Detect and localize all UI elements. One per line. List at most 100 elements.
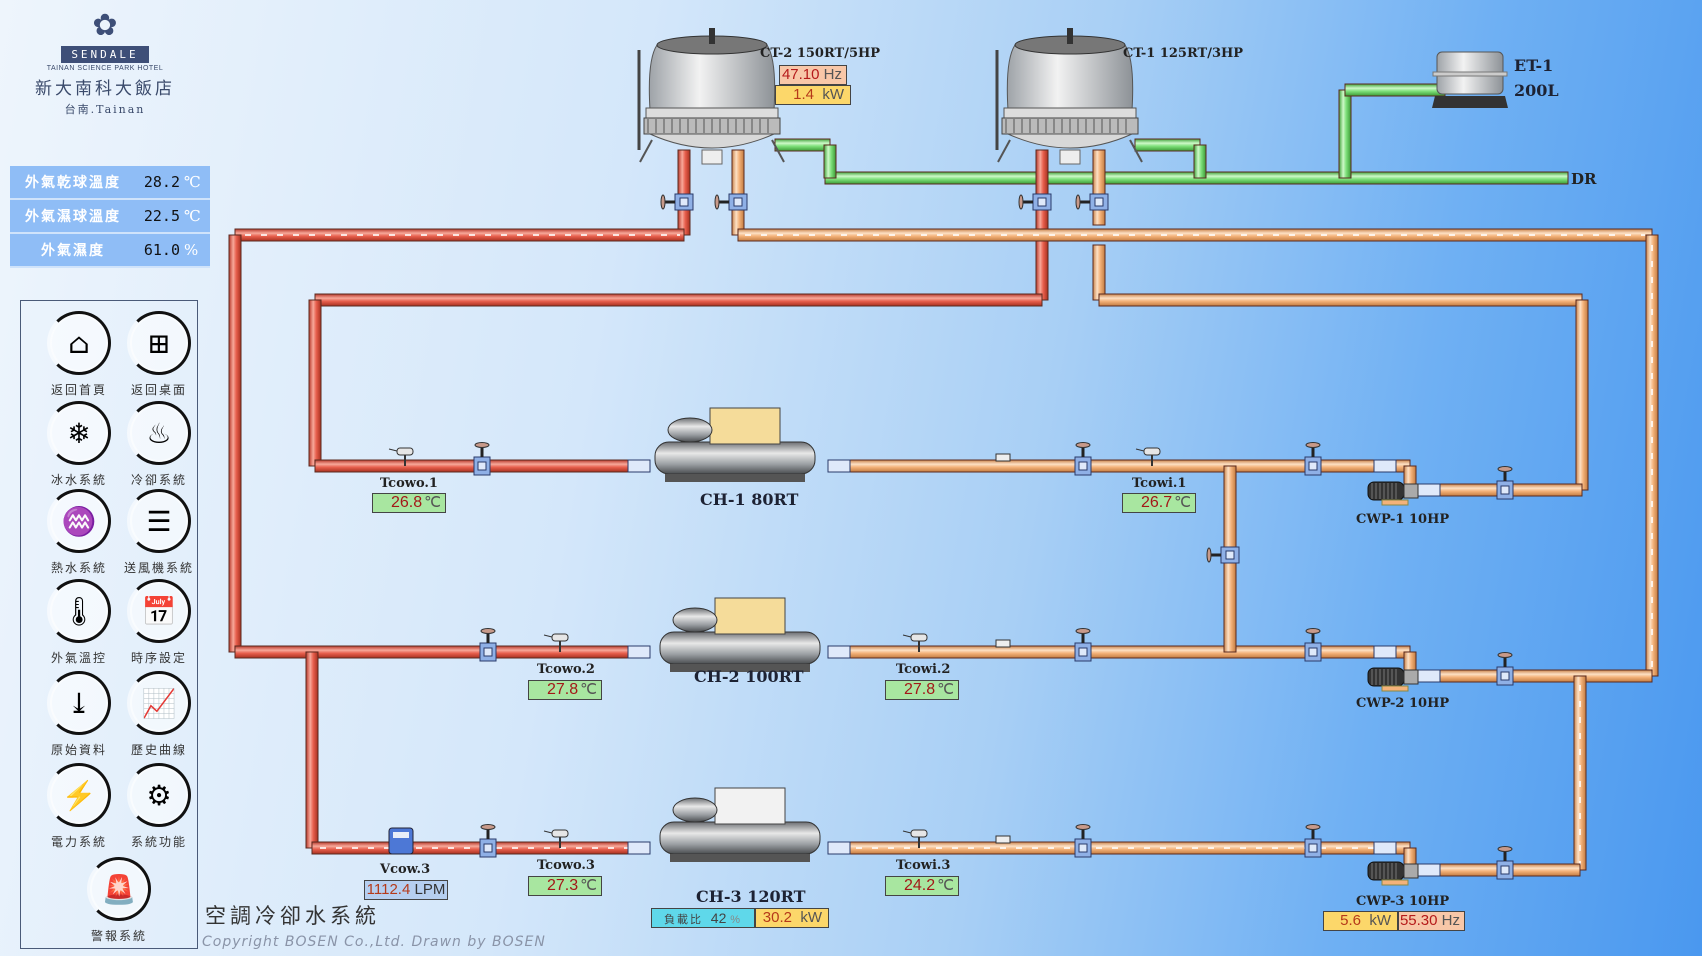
gate-valve-icon[interactable] bbox=[1304, 628, 1322, 662]
ch3-load-label: 負載比 bbox=[664, 914, 703, 926]
nav-button-label: 警報系統 bbox=[90, 929, 147, 943]
power-panel-icon: ⚡ bbox=[47, 763, 111, 827]
cwp3-power: 5.6 kW bbox=[1323, 911, 1398, 931]
cwp3-frequency-value: 55.30 bbox=[1399, 912, 1438, 929]
cooling-tower-ct2[interactable] bbox=[637, 28, 785, 165]
flow-meter-value: 1112.4 bbox=[366, 881, 411, 898]
pump-cwp2[interactable] bbox=[1367, 667, 1419, 692]
ch1-supply-header bbox=[314, 293, 1043, 307]
nav-button-1[interactable]: ⌂返回首頁 bbox=[39, 311, 119, 398]
flower-logo-icon: ✿ bbox=[92, 8, 118, 43]
chiller-ch1[interactable] bbox=[654, 407, 816, 482]
gate-valve-icon[interactable] bbox=[1018, 193, 1052, 211]
temperature-value: 27.8 bbox=[904, 681, 936, 698]
humidity-unit: % bbox=[184, 241, 199, 259]
gate-valve-icon[interactable] bbox=[660, 193, 694, 211]
hotel-name: 新大南科大飯店 bbox=[35, 79, 175, 99]
cwp1-label: CWP-1 10HP bbox=[1356, 512, 1450, 527]
pump-cwp1[interactable] bbox=[1367, 481, 1419, 506]
temperature-value: 26.8 bbox=[391, 494, 423, 511]
gate-valve-icon[interactable] bbox=[1074, 628, 1092, 662]
nav-button-10[interactable]: 📈歷史曲線 bbox=[119, 671, 199, 758]
flex-connector-icon bbox=[827, 841, 851, 855]
wet-bulb-unit: ℃ bbox=[184, 207, 201, 225]
nav-button-2[interactable]: ⊞返回桌面 bbox=[119, 311, 199, 398]
nav-button-11[interactable]: ⚡ 電力系統 bbox=[39, 763, 119, 850]
humidity-label: 外氣濕度 bbox=[41, 243, 105, 259]
temperature-value: 26.7 bbox=[1141, 494, 1173, 511]
nav-button-3[interactable]: ❄冰水系統 bbox=[39, 401, 119, 488]
temperature-readout: 27.8℃ bbox=[528, 680, 602, 700]
pipe-segment bbox=[677, 149, 691, 236]
nav-button-label: 冷卻系統 bbox=[130, 473, 187, 487]
ch1-condenser-outlet bbox=[829, 459, 1411, 473]
gate-valve-icon[interactable] bbox=[1074, 824, 1092, 858]
nav-button-12[interactable]: ⚙系統功能 bbox=[119, 763, 199, 850]
flow-meter-unit: LPM bbox=[414, 881, 446, 898]
cooling-tower-icon: ♨ bbox=[127, 401, 191, 465]
temperature-readout: 26.8℃ bbox=[372, 493, 446, 513]
nav-button-label: 歷史曲線 bbox=[130, 743, 187, 757]
nav-button-13[interactable]: 🚨警報系統 bbox=[79, 857, 159, 944]
nav-button-8[interactable]: 📅時序設定 bbox=[119, 579, 199, 666]
cwp2-label: CWP-2 10HP bbox=[1356, 696, 1450, 711]
gate-valve-icon[interactable] bbox=[479, 824, 497, 858]
nav-button-4[interactable]: ♨ 冷卻系統 bbox=[119, 401, 199, 488]
calendar-clock-icon: 📅 bbox=[127, 579, 191, 643]
page-title: 空調冷卻水系統 bbox=[205, 904, 380, 928]
pipe-segment bbox=[1575, 299, 1589, 491]
nav-button-label: 電力系統 bbox=[50, 835, 107, 849]
home-icon: ⌂ bbox=[47, 311, 111, 375]
hotel-logo: ✿ SENDALE TAINAN SCIENCE PARK HOTEL 新大南科… bbox=[30, 10, 180, 117]
pressure-gauge-icon bbox=[995, 639, 1011, 648]
temperature-readout: 26.7℃ bbox=[1122, 493, 1196, 513]
dry-bulb-value: 28.2 bbox=[143, 173, 180, 191]
pipe-segment bbox=[823, 144, 837, 179]
hotel-city: 台南.Tainan bbox=[64, 103, 146, 116]
pipe-segment bbox=[774, 138, 831, 152]
gate-valve-icon[interactable] bbox=[1496, 846, 1514, 880]
chiller-ch3[interactable] bbox=[659, 787, 821, 862]
ct2-label: CT-2 150RT/5HP bbox=[760, 46, 881, 61]
gate-valve-icon[interactable] bbox=[473, 442, 491, 476]
pipe-segment bbox=[228, 234, 242, 653]
gate-valve-icon[interactable] bbox=[714, 193, 748, 211]
gate-valve-icon[interactable] bbox=[1496, 652, 1514, 686]
pipe-segment bbox=[1338, 89, 1352, 179]
gate-valve-icon[interactable] bbox=[1075, 193, 1109, 211]
flex-connector-icon bbox=[827, 645, 851, 659]
temperature-value: 24.2 bbox=[904, 877, 936, 894]
chiller-ch2[interactable] bbox=[659, 597, 821, 672]
flow-meter-name: Vcow.3 bbox=[380, 862, 431, 877]
flex-connector-icon bbox=[1417, 669, 1441, 683]
sensor-name: Tcowo.3 bbox=[537, 858, 595, 873]
equipment-layer bbox=[388, 28, 1514, 886]
gate-valve-icon[interactable] bbox=[1074, 442, 1092, 476]
gate-valve-icon[interactable] bbox=[1304, 442, 1322, 476]
pipe-segment bbox=[1098, 293, 1583, 307]
expansion-tank-et1[interactable] bbox=[1432, 51, 1508, 108]
nav-button-7[interactable]: 🌡外氣溫控 bbox=[39, 579, 119, 666]
pipe-segment bbox=[1193, 144, 1207, 179]
nav-button-9[interactable]: ⤓原始資料 bbox=[39, 671, 119, 758]
pipe-network bbox=[228, 83, 1659, 877]
nav-button-6[interactable]: ☰送風機系統 bbox=[119, 489, 199, 576]
gate-valve-icon[interactable] bbox=[1206, 546, 1240, 564]
pressure-gauge-icon bbox=[995, 835, 1011, 844]
pump-cwp3[interactable] bbox=[1367, 861, 1419, 886]
temperature-unit: ℃ bbox=[937, 681, 954, 698]
cooling-tower-ct1[interactable] bbox=[995, 28, 1143, 165]
nav-button-label: 送風機系統 bbox=[123, 561, 194, 575]
nav-button-5[interactable]: ♒熱水系統 bbox=[39, 489, 119, 576]
ch3-label: CH-3 120RT bbox=[696, 887, 806, 906]
ch2-label: CH-2 100RT bbox=[694, 667, 804, 686]
sensor-name: Tcowi.3 bbox=[896, 858, 951, 873]
gate-valve-icon[interactable] bbox=[1496, 466, 1514, 500]
ct2-power: 1.4 kW bbox=[775, 85, 851, 105]
ch2-condenser-outlet bbox=[829, 645, 1411, 659]
ch3-load-unit: % bbox=[730, 914, 741, 926]
gate-valve-icon[interactable] bbox=[1304, 824, 1322, 858]
gate-valve-icon[interactable] bbox=[479, 628, 497, 662]
temperature-probe-icon bbox=[388, 447, 414, 466]
